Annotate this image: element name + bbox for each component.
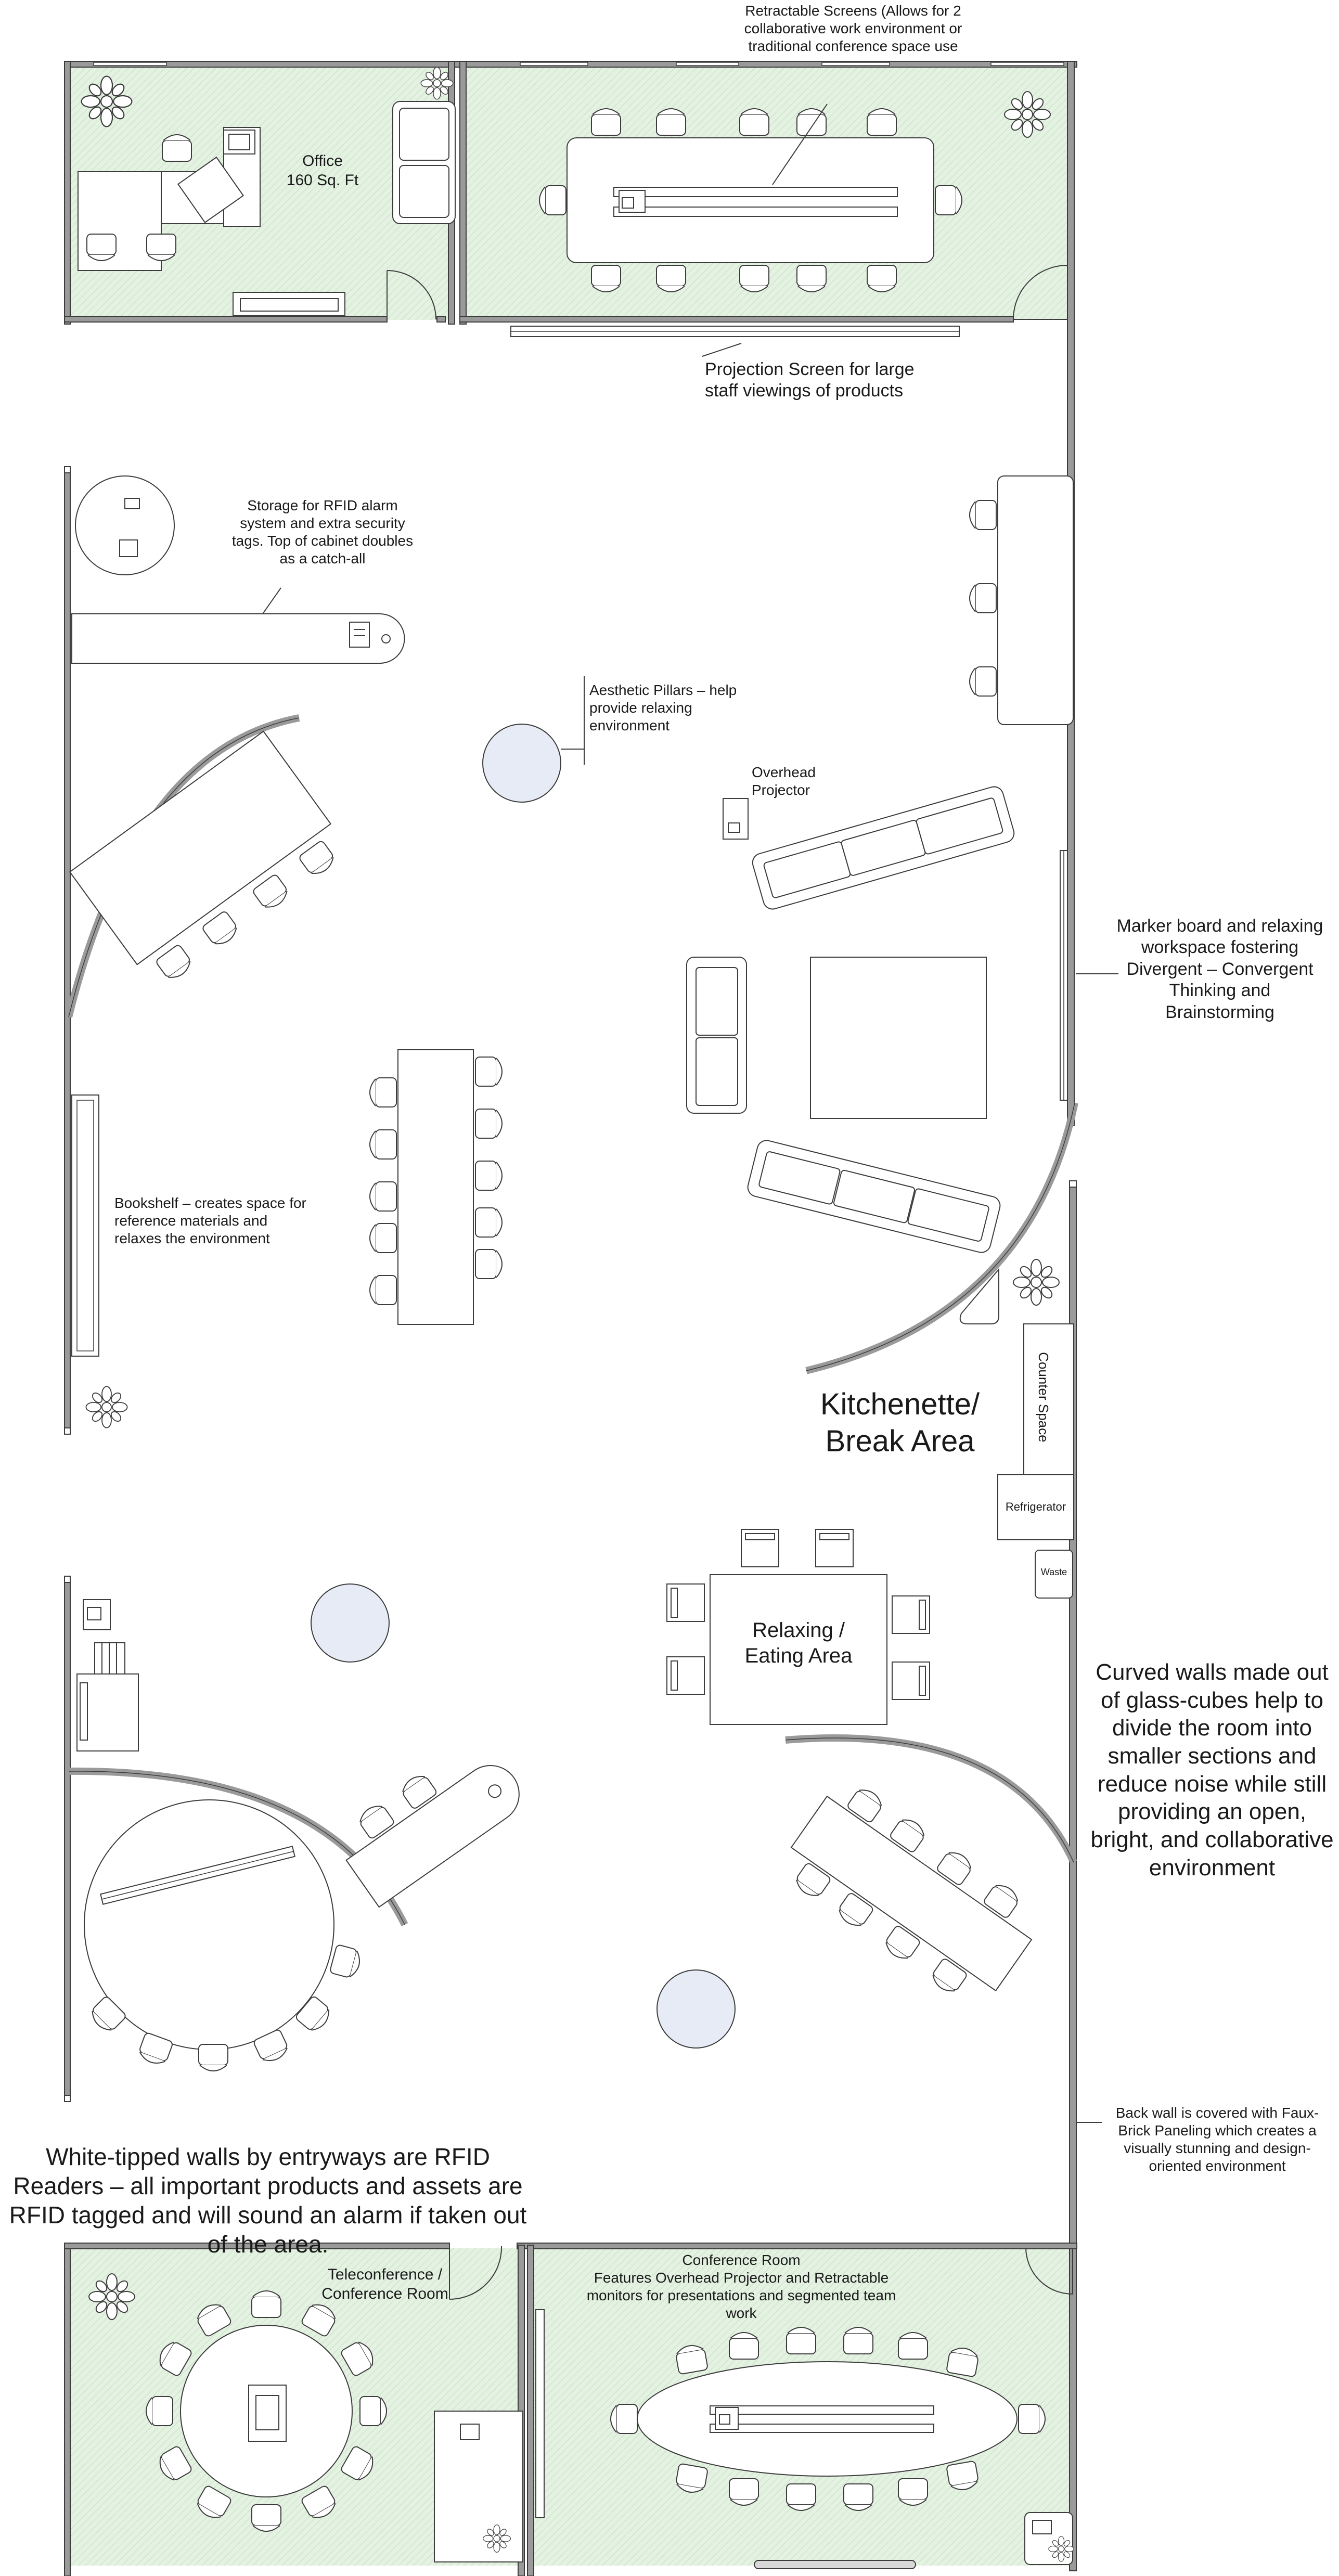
sofa-bottom	[747, 1140, 1001, 1253]
office-furniture	[78, 101, 456, 316]
retractable-screens-label: Retractable Screens (Allows for 2 collab…	[744, 3, 962, 55]
bottom-window	[754, 2560, 916, 2569]
window-strips	[93, 62, 1064, 66]
eating-chairs	[666, 1529, 930, 1700]
bookshelf-label: Bookshelf – creates space for reference …	[114, 1195, 306, 1247]
office-chair	[162, 134, 192, 162]
storage-label: Storage for RFID alarm system and extra …	[231, 497, 414, 567]
storage-cabinet	[71, 475, 405, 664]
small-shelf	[959, 1268, 999, 1324]
desk-chair	[969, 666, 997, 697]
bottom-conference-table	[637, 2361, 1018, 2477]
kitchenette-label: Kitchenette/ Break Area	[820, 1387, 980, 1458]
waste-label: Waste	[1040, 1567, 1067, 1577]
refrigerator-label: Refrigerator	[1005, 1500, 1066, 1513]
desk-chair	[969, 500, 997, 530]
counter-space-label: Counter Space	[1035, 1352, 1051, 1442]
back-wall-label: Back wall is covered with Faux-Brick Pan…	[1115, 2105, 1319, 2174]
bookshelf	[71, 1094, 99, 1357]
office-chair	[146, 234, 176, 261]
equipment-cabinet	[76, 1599, 139, 1751]
doors	[387, 255, 1073, 2300]
counter-space	[1023, 1323, 1074, 1475]
relaxing-eating-label: Relaxing / Eating Area	[744, 1619, 853, 1667]
left-retract-screen	[535, 2309, 545, 2518]
teleconference-label: Teleconference / Conference Room	[321, 2266, 448, 2302]
leader-lines	[262, 104, 1118, 2123]
right-desk	[997, 475, 1074, 725]
waste-bin	[1035, 1550, 1073, 1599]
bottom-conference-screens	[710, 2405, 934, 2433]
office-chair	[86, 234, 117, 261]
projection-screen-label: Projection Screen for large staff viewin…	[705, 359, 915, 401]
curved-walls-label: Curved walls made out of glass-cubes hel…	[1090, 1659, 1334, 1881]
eating-table	[710, 1574, 887, 1725]
round-table-screen	[100, 1846, 295, 1905]
plant-icon	[85, 1386, 128, 1428]
coffee-table	[810, 957, 987, 1119]
desk-chair	[969, 583, 997, 613]
top-conference-table	[566, 137, 934, 263]
rfid-readers-label: White-tipped walls by entryways are RFID…	[9, 2143, 527, 2258]
overhead-projector-device	[723, 798, 749, 840]
pillars-label: Aesthetic Pillars – help provide relaxin…	[589, 682, 737, 734]
conference-room-label: Conference Room Features Overhead Projec…	[586, 2252, 896, 2322]
refrigerator	[997, 1474, 1074, 1540]
overhead-projector-label: Overhead Projector	[752, 764, 816, 798]
retractable-screens	[613, 187, 898, 217]
office-label: Office 160 Sq. Ft	[286, 152, 359, 189]
pillars	[311, 724, 736, 2049]
center-table	[397, 1049, 474, 1325]
marker-board-label: Marker board and relaxing workspace fost…	[1116, 916, 1323, 1022]
angled-workstation	[69, 730, 338, 983]
angled-desk-lower	[345, 1765, 520, 1908]
sofa-left	[686, 957, 747, 1114]
sofa-top	[752, 786, 1015, 910]
angled-table-lower	[790, 1784, 1033, 1997]
plant-icon	[1013, 1259, 1060, 1306]
